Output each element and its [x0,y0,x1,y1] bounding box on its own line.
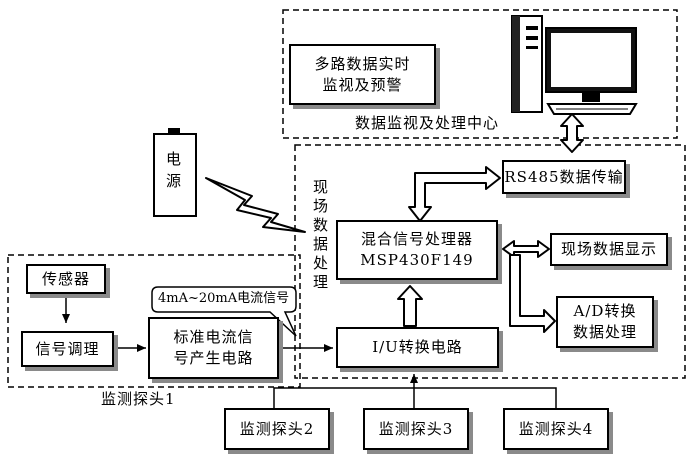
probe2-box: 监测探头2 [224,408,330,450]
connector-computer-rs485 [560,113,584,153]
connector-processor-rs485 [408,166,501,222]
field-processing-label: 现场数据处理 [312,178,329,291]
connector-processor-ad [509,254,556,333]
current-signal-label: 4mA~20mA电流信号 [158,291,290,306]
rs485-box: RS485数据传输 [502,160,626,194]
probe4-box: 监测探头4 [503,408,609,450]
conditioning-box: 信号调理 [21,331,114,367]
iu-circuit-box: I/U转换电路 [336,327,499,368]
display-box: 现场数据显示 [550,233,668,266]
probe1-label: 监测探头1 [101,390,176,408]
battery-icon [153,128,197,217]
field-processing-frame [294,144,686,379]
power-label: 电源 [165,150,182,190]
ad-convert-box: A/D转换 数据处理 [556,296,654,348]
current-signal-bubble [151,286,297,337]
processor-box: 混合信号处理器 MSP430F149 [336,220,498,280]
connector-processor-display [502,240,550,258]
probe-bus [273,374,557,408]
monitor-center-label: 数据监视及处理中心 [355,114,500,132]
monitor-center-frame [282,9,678,139]
lightning-bolt-icon [205,177,306,233]
connector-iu-processor [397,285,423,327]
probe3-box: 监测探头3 [363,408,469,450]
probe1-frame [7,254,301,388]
sensor-box: 传感器 [26,264,106,294]
current-generator-box: 标准电流信 号产生电路 [148,317,279,379]
computer-icon [511,15,638,115]
realtime-monitor-box: 多路数据实时 监视及预警 [289,44,436,105]
